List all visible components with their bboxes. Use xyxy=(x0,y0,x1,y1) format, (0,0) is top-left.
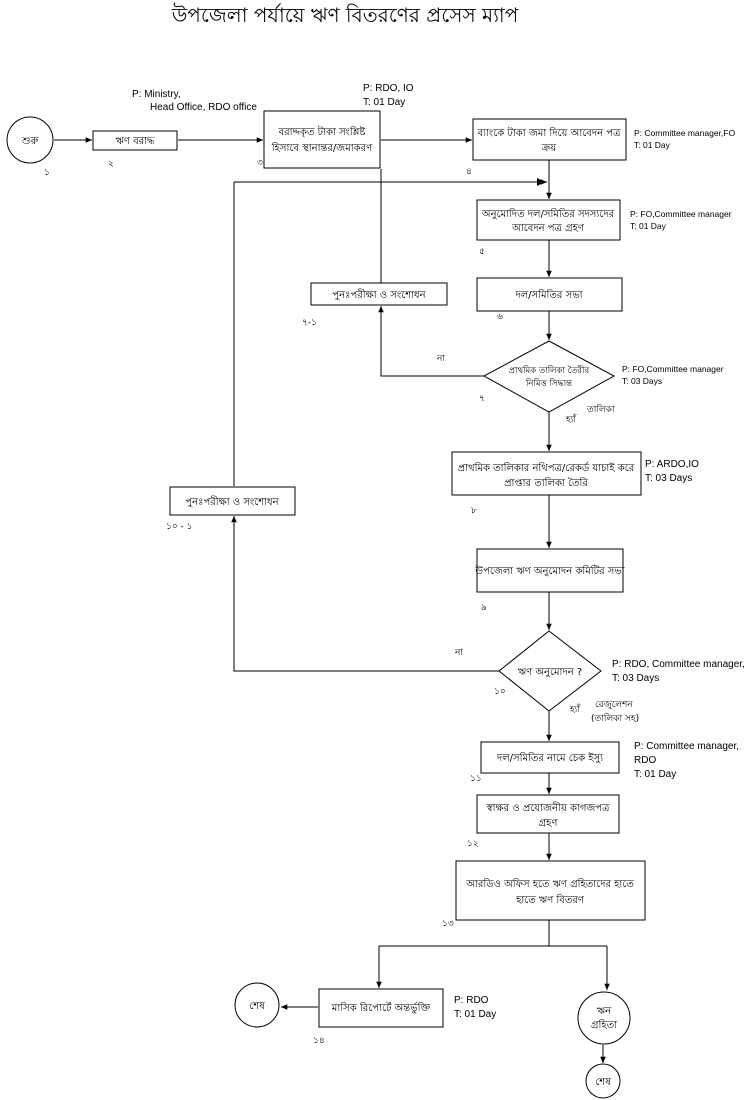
end-bottom-node xyxy=(585,1063,621,1099)
upazila-meeting-label: উপজেলা ঋণ অনুমোদন কমিটির সভা xyxy=(474,564,626,577)
loan-approval-label: ঋণ অনুমোদন ? xyxy=(518,667,582,678)
signature-label-line1: স্বাক্ষর ও প্রয়োজনীয় কাগজপত্র xyxy=(486,801,611,814)
step-number-8: ৮ xyxy=(471,506,477,516)
step-number-10-1: ১০ - ১ xyxy=(166,522,193,532)
monthly-report-box xyxy=(318,988,444,1028)
step-number-9: ৯ xyxy=(481,603,487,613)
annotation-committee-rdo-line1: P: Committee manager, xyxy=(634,741,739,752)
loan-approval-diamond xyxy=(498,630,602,712)
annotation-rdo-committee-line2: T: 03 Days xyxy=(612,673,659,684)
borrower-label-line1: ঋন xyxy=(597,1006,612,1017)
step-number-1: ১ xyxy=(44,168,50,178)
receive-application-label-line2: আবেদন পত্র গ্রহণ xyxy=(511,223,585,234)
step-number-11: ১১ xyxy=(470,774,482,784)
step-number-5: ৫ xyxy=(479,247,485,257)
transfer-label-line1: বরাদ্দকৃত টাকা সংশ্লিষ্ট xyxy=(278,125,367,138)
step-number-10: ১০ xyxy=(494,687,506,697)
decision-list-label-line1: প্রাথমিক তালিকা তৈরীর xyxy=(509,364,591,376)
annotation-committee-rdo-line3: T: 01 Day xyxy=(634,769,676,780)
disbursement-box xyxy=(455,860,646,921)
annotation-committee-fo-line1: P: Committee manager,FO xyxy=(634,128,735,138)
edge-label-list-7: তালিকা xyxy=(586,404,615,415)
annotation-fo-committee-5-line1: P: FO,Committee manager xyxy=(630,209,732,219)
step-number-14: ১৪ xyxy=(313,1036,325,1046)
bank-deposit-label-line2: ক্রয় xyxy=(541,143,557,154)
annotation-rdo-io-line2: T: 01 Day xyxy=(363,97,405,108)
allocation-box xyxy=(92,130,178,151)
edge-label-regulation-line2: (তালিকা সহ) xyxy=(591,713,639,724)
end-left-node xyxy=(234,982,280,1028)
edge-label-yes-7: হ্যাঁ xyxy=(565,413,577,425)
disbursement-label-line2: হাতে ঋণ বিতরণ xyxy=(515,894,585,906)
step-number-13: ১৩ xyxy=(442,919,454,929)
step-number-12: ১২ xyxy=(467,839,479,849)
step-number-7-1: ৭-১ xyxy=(302,318,317,328)
borrower-label-line2: গ্রহিতা xyxy=(591,1019,618,1031)
connectors xyxy=(54,137,610,1063)
page-title: উপজেলা পর্যায়ে ঋণ বিতরণের প্রসেস ম্যাপ xyxy=(171,3,519,27)
bank-deposit-label-line1: ব্যাংকে টাকা জমা দিয়ে আবেদন পত্র xyxy=(477,126,622,139)
annotation-ministry-line2: Head Office, RDO office xyxy=(150,102,257,113)
upazila-meeting-box xyxy=(476,548,624,593)
edge-decision7-no xyxy=(378,306,484,377)
end-left-label: শেষ xyxy=(249,1001,265,1012)
decision-list-label-line2: নিমিত্ত সিদ্ধান্ত xyxy=(525,378,573,389)
step-number-6: ৬ xyxy=(497,312,503,322)
bank-deposit-box xyxy=(472,118,627,161)
recheck-2-label: পুনঃপরীক্ষা ও সংশোধন xyxy=(185,495,279,508)
annotation-committee-rdo-line2: RDO xyxy=(634,755,656,766)
signature-box xyxy=(476,794,620,834)
annotation-rdo-committee-line1: P: RDO, Committee manager, xyxy=(612,659,745,670)
annotation-ardo-io-line1: P: ARDO,IO xyxy=(645,459,699,470)
annotation-ardo-io-line2: T: 03 Days xyxy=(645,473,692,484)
monthly-report-label: মাসিক রিপোর্টে অন্তর্ভুক্তি xyxy=(331,1001,431,1014)
group-meeting-box xyxy=(476,277,623,312)
verify-docs-box xyxy=(451,451,642,496)
annotation-ministry-line1: P: Ministry, xyxy=(132,89,181,100)
step-number-2: ২ xyxy=(108,159,114,169)
edge-label-yes-10: হ্যাঁ xyxy=(569,703,581,715)
receive-application-box xyxy=(476,199,621,241)
step-number-3: ৩ xyxy=(257,158,263,168)
signature-label-line2: গ্রহণ xyxy=(539,818,559,829)
recheck-2-box xyxy=(169,486,296,516)
edge-label-no-10: না xyxy=(454,648,463,658)
step-number-4: ৪ xyxy=(466,167,472,177)
end-bottom-label: শেষ xyxy=(595,1077,611,1088)
recheck-1-box xyxy=(310,282,448,306)
transfer-box xyxy=(263,110,381,169)
annotation-fo-committee-7-line2: T: 03 Days xyxy=(622,376,662,386)
borrower-node xyxy=(577,991,631,1045)
edge-decision10-no xyxy=(231,516,499,672)
start-label: শুরু xyxy=(21,136,39,147)
verify-docs-label-line1: প্রাথমিক তালিকার নথিপত্র/রেকর্ড যাচাই কর… xyxy=(458,462,635,474)
cheque-issue-box xyxy=(480,741,620,774)
loop-arrowhead xyxy=(537,178,545,186)
decision-list-diamond xyxy=(482,340,616,413)
group-meeting-label: দল/সমিতির সভা xyxy=(514,289,583,301)
allocation-label: ঋণ বরাদ্ধ xyxy=(116,136,155,147)
annotation-fo-committee-5-line2: T: 01 Day xyxy=(630,221,667,231)
start-node xyxy=(6,116,54,164)
step-number-7: ৭ xyxy=(479,394,485,404)
edge-label-no-7: না xyxy=(436,354,445,364)
cheque-issue-label: দল/সমিতির নামে চেক ইস্যু xyxy=(496,752,604,764)
annotation-rdo-14-line1: P: RDO xyxy=(454,995,489,1006)
annotation-rdo-io-line1: P: RDO, IO xyxy=(363,83,414,94)
receive-application-label-line1: অনুমোদিত দল/সমিতির সদস্যদের xyxy=(481,208,615,220)
transfer-label-line2: হিসাবে স্থানান্তর/জমাকরণ xyxy=(271,142,373,154)
recheck-1-label: পুনঃপরীক্ষা ও সংশোধন xyxy=(332,288,426,301)
annotation-committee-fo-line2: T: 01 Day xyxy=(634,140,671,150)
annotation-fo-committee-7-line1: P: FO,Committee manager xyxy=(622,364,724,374)
annotation-rdo-14-line2: T: 01 Day xyxy=(454,1009,496,1020)
verify-docs-label-line2: প্রাপ্তার তালিকা তৈরি xyxy=(504,477,588,489)
disbursement-label-line1: আরডিও অফিস হতে ঋণ গ্রহিতাদের হাতে xyxy=(465,878,634,890)
edge-label-regulation-line1: রেজুলেশন xyxy=(595,700,633,710)
